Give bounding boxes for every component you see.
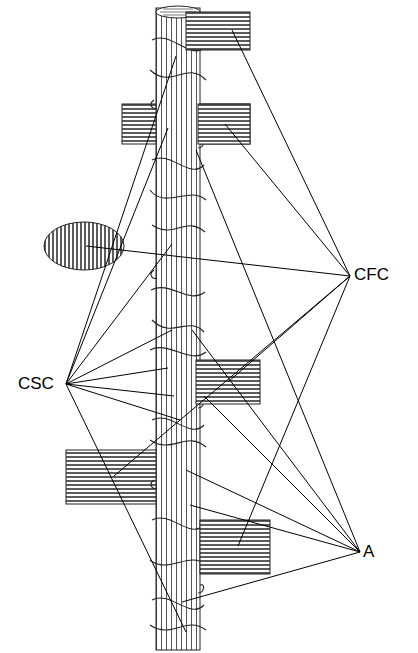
plate-stack	[66, 450, 162, 504]
part-label: A	[362, 543, 375, 560]
fiber-bundle	[156, 8, 200, 650]
part-label: CSC	[17, 375, 55, 392]
leader-lines	[66, 30, 360, 632]
part-label: CFC	[353, 266, 390, 283]
plate-stack	[198, 104, 250, 144]
plate-stack	[200, 520, 270, 574]
plate-stack	[186, 12, 250, 50]
